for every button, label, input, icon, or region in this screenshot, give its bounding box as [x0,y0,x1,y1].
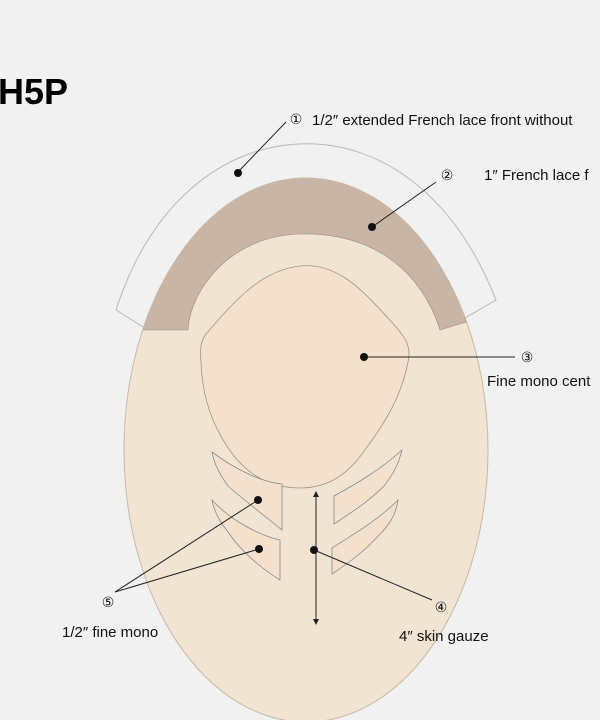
callout-2-dot [368,223,376,231]
callout-3-label: Fine mono cent [487,373,591,390]
callout-4-number: ④ [435,600,448,616]
callout-5-dot-lower [255,545,263,553]
mono-center-region [200,265,410,489]
callout-4-label: 4″ skin gauze [399,628,489,645]
diagram-title: H5P [0,71,68,112]
skin-gauze-panel-lower-right [331,498,399,575]
fine-mono-panel-upper-left [211,451,283,531]
callout-2-label: 1″ French lace f [484,167,589,184]
callout-5-number: ⑤ [102,595,115,611]
callout-1-dot [234,169,242,177]
callout-5-label: 1/2″ fine mono [62,624,158,641]
callout-1-label: 1/2″ extended French lace front without [312,112,573,129]
callout-1: 1/2″ extended French lace front without [234,112,573,177]
fine-mono-panel-lower-left [211,498,281,581]
callout-3-dot [360,353,368,361]
callout-3-number: ③ [521,350,534,366]
callout-5: 1/2″ fine mono [62,496,263,641]
callout-1-number: ① [290,112,303,128]
callout-2: 1″ French lace f [368,167,589,231]
callout-3: Fine mono cent [360,353,591,390]
callout-2-number: ② [441,168,454,184]
callout-4-dot [310,546,318,554]
callout-4: 4″ skin gauze [310,546,489,645]
skin-gauze-panel-upper-right [333,448,403,525]
callout-5-dot-upper [254,496,262,504]
